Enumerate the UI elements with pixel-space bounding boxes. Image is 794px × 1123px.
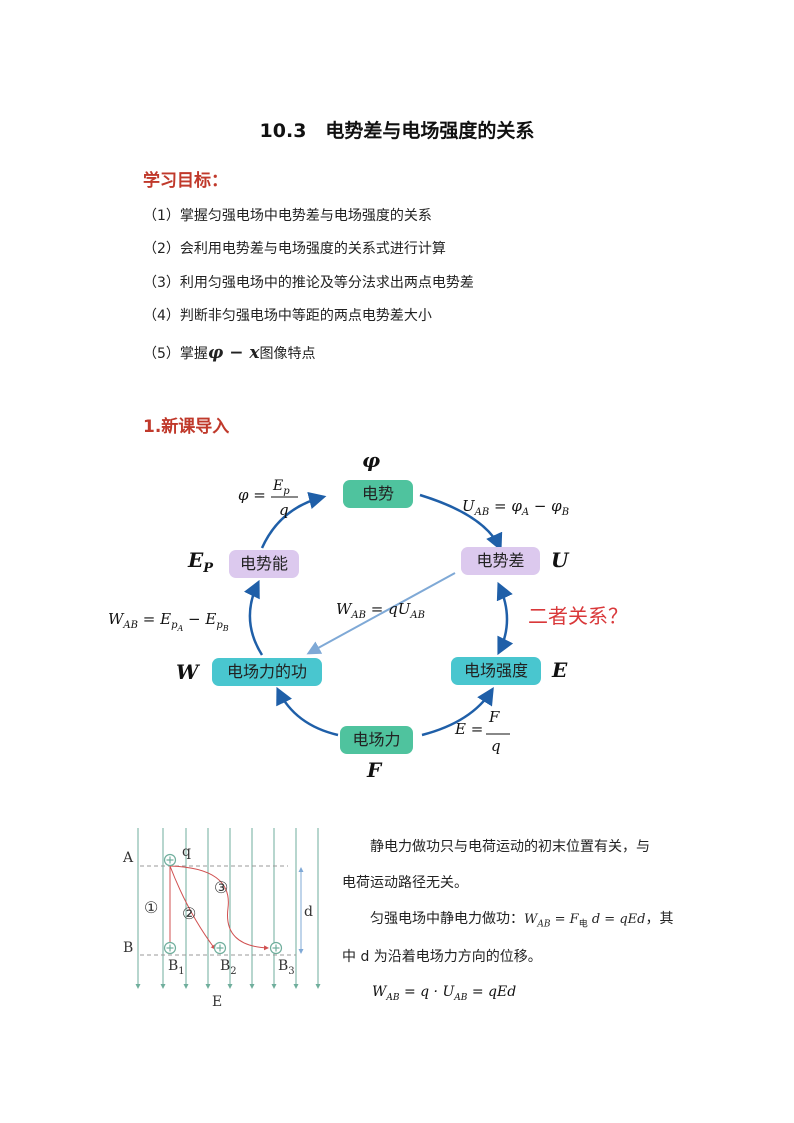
concept-diagram: 电势 电势能 电势差 电场力的功 电场强度 电场力 φ EP U W E F φ… (0, 440, 794, 790)
node-potential-energy: 电势能 (229, 550, 299, 578)
node-field-strength: 电场强度 (451, 657, 541, 685)
objective-5: （5）掌握φ − x图像特点 (143, 343, 316, 363)
arrow-work-to-energy (244, 579, 264, 656)
charge-b3 (269, 941, 283, 955)
diagram-arrows (244, 491, 514, 737)
page-title: 10.3 电势差与电场强度的关系 (259, 120, 535, 142)
label-b3: B3 (278, 958, 295, 977)
paragraph-2: 匀强电场中静电力做功：WAB = F电 d = qEd，其 (370, 908, 673, 930)
paragraph-1-line-2: 电荷运动路径无关。 (342, 875, 468, 891)
formula-work-qu: WAB = q · UAB = qEd (372, 984, 517, 1003)
arrow-potential-to-difference (419, 493, 503, 552)
uniform-field-figure: A B q d E B1 B2 B3 ① ② ③ (118, 828, 328, 1018)
formula-w-ab-qu: WAB = qUAB (336, 600, 425, 621)
formula-e-equals: E = (455, 720, 484, 738)
objective-4: （4）判断非匀强电场中等距的两点电势差大小 (143, 308, 432, 324)
formula-e-denominator: q (491, 737, 501, 755)
node-force: 电场力 (340, 726, 413, 754)
label-b1: B1 (168, 958, 185, 977)
label-a: A (123, 850, 134, 866)
formula-phi-equals: φ = (238, 486, 266, 504)
paragraph-2-prefix: 匀强电场中静电力做功： (370, 911, 524, 927)
symbol-u: U (551, 548, 569, 572)
objectives-heading: 学习目标： (143, 171, 228, 191)
objective-1: （1）掌握匀强电场中电势差与电场强度的关系 (143, 208, 432, 224)
objective-5-math: φ − x (207, 343, 260, 363)
symbol-w: W (176, 660, 199, 684)
formula-e-numerator: F (489, 708, 500, 726)
paragraph-2-suffix: ，其 (645, 911, 674, 927)
label-path-3: ③ (214, 878, 229, 897)
field-lines (135, 828, 321, 989)
symbol-f: F (367, 758, 382, 782)
label-b2: B2 (220, 958, 237, 977)
arrow-difference-field-both (496, 581, 514, 656)
formula-w-ab-energy: WAB = EpA − EpB (108, 610, 229, 633)
label-e: E (212, 994, 223, 1010)
path-3 (169, 865, 269, 951)
symbol-phi: φ (362, 448, 381, 472)
arrow-difference-to-work (306, 572, 456, 655)
section-1-heading: 1.新课导入 (143, 417, 230, 437)
relation-question: 二者关系？ (528, 604, 628, 628)
formula-work-uniform: WAB = F电 d = qEd (524, 912, 646, 930)
symbol-ep: EP (188, 548, 214, 576)
paragraph-3: 中 d 为沿着电场力方向的位移。 (342, 949, 542, 965)
node-work: 电场力的功 (212, 658, 322, 686)
label-d: d (304, 904, 313, 920)
objective-2: （2）会利用电势差与电场强度的关系式进行计算 (143, 241, 446, 257)
charge-a (163, 853, 177, 867)
symbol-e: E (552, 658, 568, 682)
formula-phi-numerator: Ep (273, 478, 290, 497)
charge-b1 (163, 941, 177, 955)
path-2 (169, 865, 216, 950)
field-figure-drawing (135, 828, 321, 989)
label-b: B (123, 940, 134, 956)
node-potential-difference: 电势差 (461, 547, 540, 575)
objective-5-suffix: 图像特点 (259, 346, 316, 362)
label-path-1: ① (144, 898, 159, 917)
charge-b2 (213, 941, 227, 955)
arrow-force-to-field (421, 687, 494, 737)
objective-3: （3）利用匀强电场中的推论及等分法求出两点电势差 (143, 275, 474, 291)
formula-u-ab: UAB = φA − φB (462, 497, 570, 518)
node-potential: 电势 (343, 480, 413, 508)
objective-5-prefix: （5）掌握 (143, 346, 208, 362)
label-q: q (182, 844, 191, 860)
label-path-2: ② (182, 904, 197, 923)
arrow-energy-to-potential (260, 491, 327, 549)
formula-phi-denominator: q (279, 501, 289, 519)
paragraph-1-line-1: 静电力做功只与电荷运动的初末位置有关，与 (370, 839, 650, 855)
arrow-force-to-work (276, 686, 339, 737)
